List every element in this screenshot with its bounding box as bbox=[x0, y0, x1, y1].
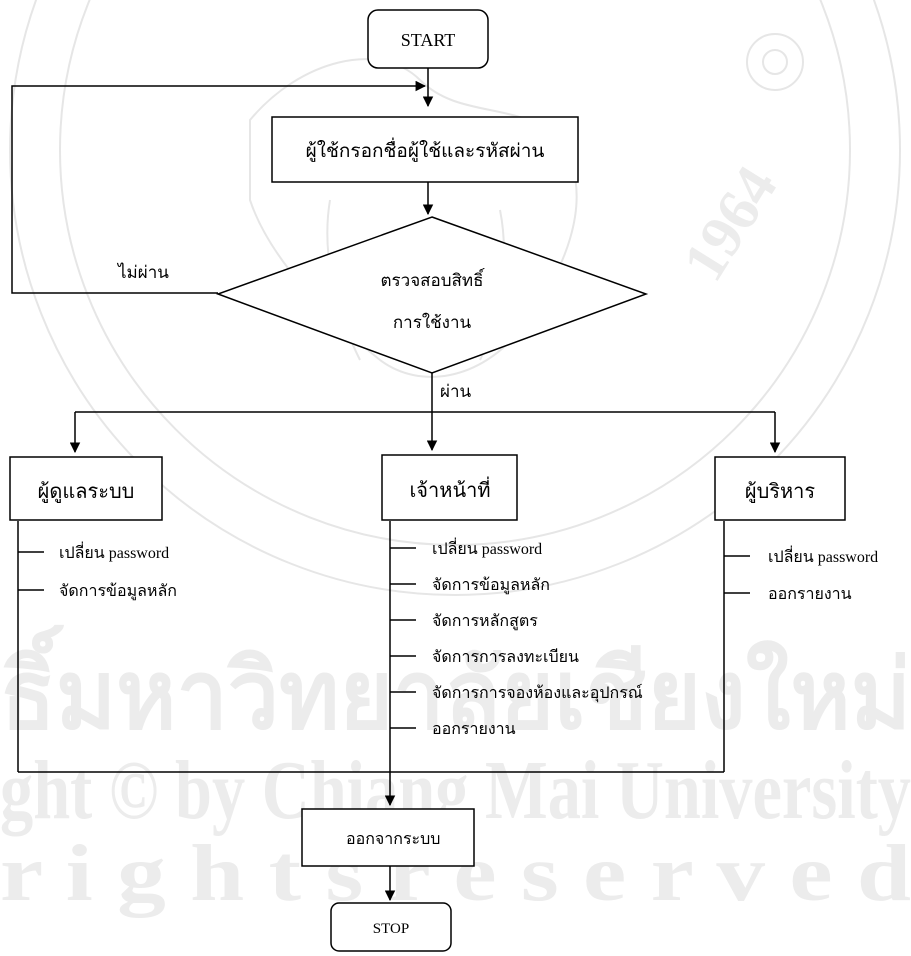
watermark-line-1: ธิ์มหาวิทยาลัยเชียงใหม่ bbox=[0, 624, 911, 749]
list-item: จัดการการจองห้องและอุปกรณ์ bbox=[432, 683, 643, 703]
node-login: ผู้ใช้กรอกชื่อผู้ใช้และรหัสผ่าน bbox=[271, 116, 579, 183]
list-item: จัดการข้อมูลหลัก bbox=[59, 582, 177, 601]
staff-label: เจ้าหน้าที่ bbox=[409, 476, 490, 502]
check-label-line-2: การใช้งาน bbox=[393, 312, 472, 332]
check-label-line-1: ตรวจสอบสิทธิ์ bbox=[380, 268, 485, 290]
edge-label-fail: ไม่ผ่าน bbox=[116, 262, 169, 282]
node-logout: ออกจากระบบ bbox=[301, 808, 475, 867]
admin-function-list: เปลี่ยน password จัดการข้อมูลหลัก bbox=[18, 541, 177, 601]
edge-fail-loop bbox=[11, 80, 427, 294]
list-item: เปลี่ยน password bbox=[59, 541, 169, 562]
node-stop: STOP bbox=[330, 902, 452, 952]
node-start: START bbox=[367, 9, 489, 69]
exec-function-list: เปลี่ยน password ออกรายงาน bbox=[724, 545, 878, 603]
watermark-year: 1964 bbox=[670, 155, 790, 292]
admin-label: ผู้ดูแลระบบ bbox=[38, 481, 135, 504]
staff-function-list: เปลี่ยน password จัดการข้อมูลหลักจัดการหล… bbox=[390, 537, 643, 738]
flow-edges bbox=[11, 68, 781, 902]
exec-label: ผู้บริหาร bbox=[745, 481, 816, 504]
list-item: จัดการข้อมูลหลัก bbox=[432, 576, 550, 595]
node-admin: ผู้ดูแลระบบ bbox=[9, 456, 163, 521]
login-label: ผู้ใช้กรอกชื่อผู้ใช้และรหัสผ่าน bbox=[306, 137, 545, 162]
node-check-permission: ตรวจสอบสิทธิ์ การใช้งาน bbox=[215, 216, 649, 374]
logout-label: ออกจากระบบ bbox=[346, 831, 440, 848]
list-item: ออกรายงาน bbox=[768, 586, 852, 603]
start-label: START bbox=[401, 30, 455, 50]
list-item: เปลี่ยน password bbox=[768, 545, 878, 566]
list-item: เปลี่ยน password bbox=[432, 537, 542, 558]
list-item: จัดการหลักสูตร bbox=[432, 613, 538, 631]
node-staff: เจ้าหน้าที่ bbox=[381, 454, 518, 521]
edge-label-pass: ผ่าน bbox=[440, 382, 472, 401]
list-item: ออกรายงาน bbox=[432, 721, 516, 738]
stop-label: STOP bbox=[373, 921, 409, 937]
node-exec: ผู้บริหาร bbox=[714, 456, 846, 521]
list-item: จัดการการลงทะเบียน bbox=[432, 648, 579, 666]
watermark-text: ธิ์มหาวิทยาลัยเชียงใหม่ ght © by Chiang … bbox=[0, 624, 911, 918]
